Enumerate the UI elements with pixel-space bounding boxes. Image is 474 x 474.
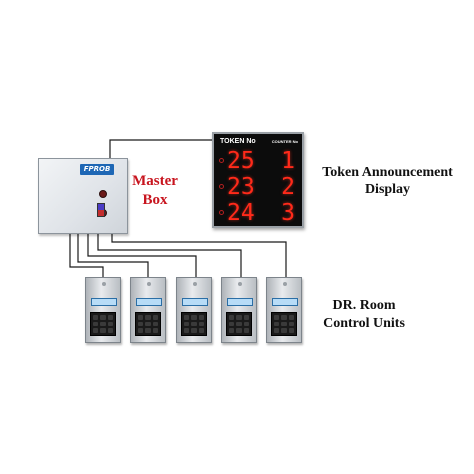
- master-box: FPROB: [38, 158, 128, 234]
- token-display-label: Token Announcement Display: [310, 164, 465, 198]
- control-units-label-line1: DR. Room: [332, 298, 396, 313]
- wire-master-to-display: [109, 139, 212, 158]
- token-number: 25: [227, 148, 255, 174]
- wire-master-to-unit-4: [97, 232, 242, 277]
- keypad-icon: [181, 312, 207, 336]
- display-row: 23 2: [214, 174, 302, 200]
- display-header-counter: COUNTER No: [271, 139, 298, 144]
- control-unit-4: [221, 277, 257, 343]
- control-unit-1: [85, 277, 121, 343]
- token-display-label-line2: Display: [364, 182, 411, 197]
- unit-screen: [136, 298, 162, 306]
- master-box-label: Master Box: [132, 173, 178, 208]
- unit-indicator: [283, 282, 287, 286]
- control-units-label-line2: Control Units: [323, 316, 405, 331]
- keypad-icon: [135, 312, 161, 336]
- keypad-icon: [226, 312, 252, 336]
- display-header: TOKEN No COUNTER No: [218, 137, 298, 147]
- counter-number: 1: [281, 148, 295, 174]
- keypad-icon: [271, 312, 297, 336]
- master-brand-badge: FPROB: [80, 164, 114, 175]
- unit-indicator: [147, 282, 151, 286]
- token-display-label-line1: Token Announcement: [322, 165, 453, 180]
- row-indicator-dot: [219, 158, 224, 163]
- display-header-token: TOKEN No: [220, 138, 256, 145]
- unit-indicator: [238, 282, 242, 286]
- counter-number: 3: [281, 200, 295, 226]
- control-units-label: DR. Room Control Units: [304, 297, 424, 333]
- control-unit-5: [266, 277, 302, 343]
- token-display: TOKEN No COUNTER No 25 1 23 2 24 3: [212, 132, 304, 228]
- control-unit-2: [130, 277, 166, 343]
- token-number: 24: [227, 200, 255, 226]
- wire-master-to-unit-5: [111, 232, 287, 277]
- control-unit-3: [176, 277, 212, 343]
- unit-screen: [91, 298, 117, 306]
- display-row: 24 3: [214, 200, 302, 226]
- unit-indicator: [102, 282, 106, 286]
- wire-master-to-unit-1: [69, 232, 104, 277]
- keypad-icon: [90, 312, 116, 336]
- wire-master-to-unit-3: [87, 232, 197, 277]
- unit-screen: [272, 298, 298, 306]
- unit-screen: [227, 298, 253, 306]
- row-indicator-dot: [219, 210, 224, 215]
- counter-number: 2: [281, 174, 295, 200]
- token-number: 23: [227, 174, 255, 200]
- master-knob-top: [99, 190, 107, 198]
- unit-screen: [182, 298, 208, 306]
- display-row: 25 1: [214, 148, 302, 174]
- master-indicator: [97, 203, 105, 217]
- unit-indicator: [193, 282, 197, 286]
- row-indicator-dot: [219, 184, 224, 189]
- wire-master-to-unit-2: [77, 232, 149, 277]
